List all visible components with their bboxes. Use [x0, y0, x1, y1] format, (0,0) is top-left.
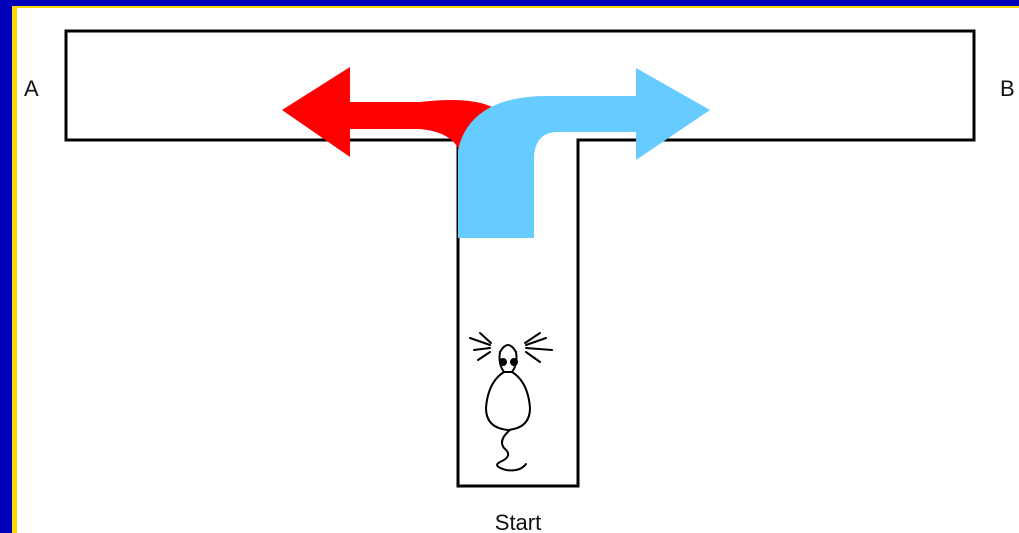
- arm-b-label: B: [1000, 76, 1015, 101]
- start-label: Start: [495, 510, 541, 533]
- arm-a-label: A: [24, 76, 39, 101]
